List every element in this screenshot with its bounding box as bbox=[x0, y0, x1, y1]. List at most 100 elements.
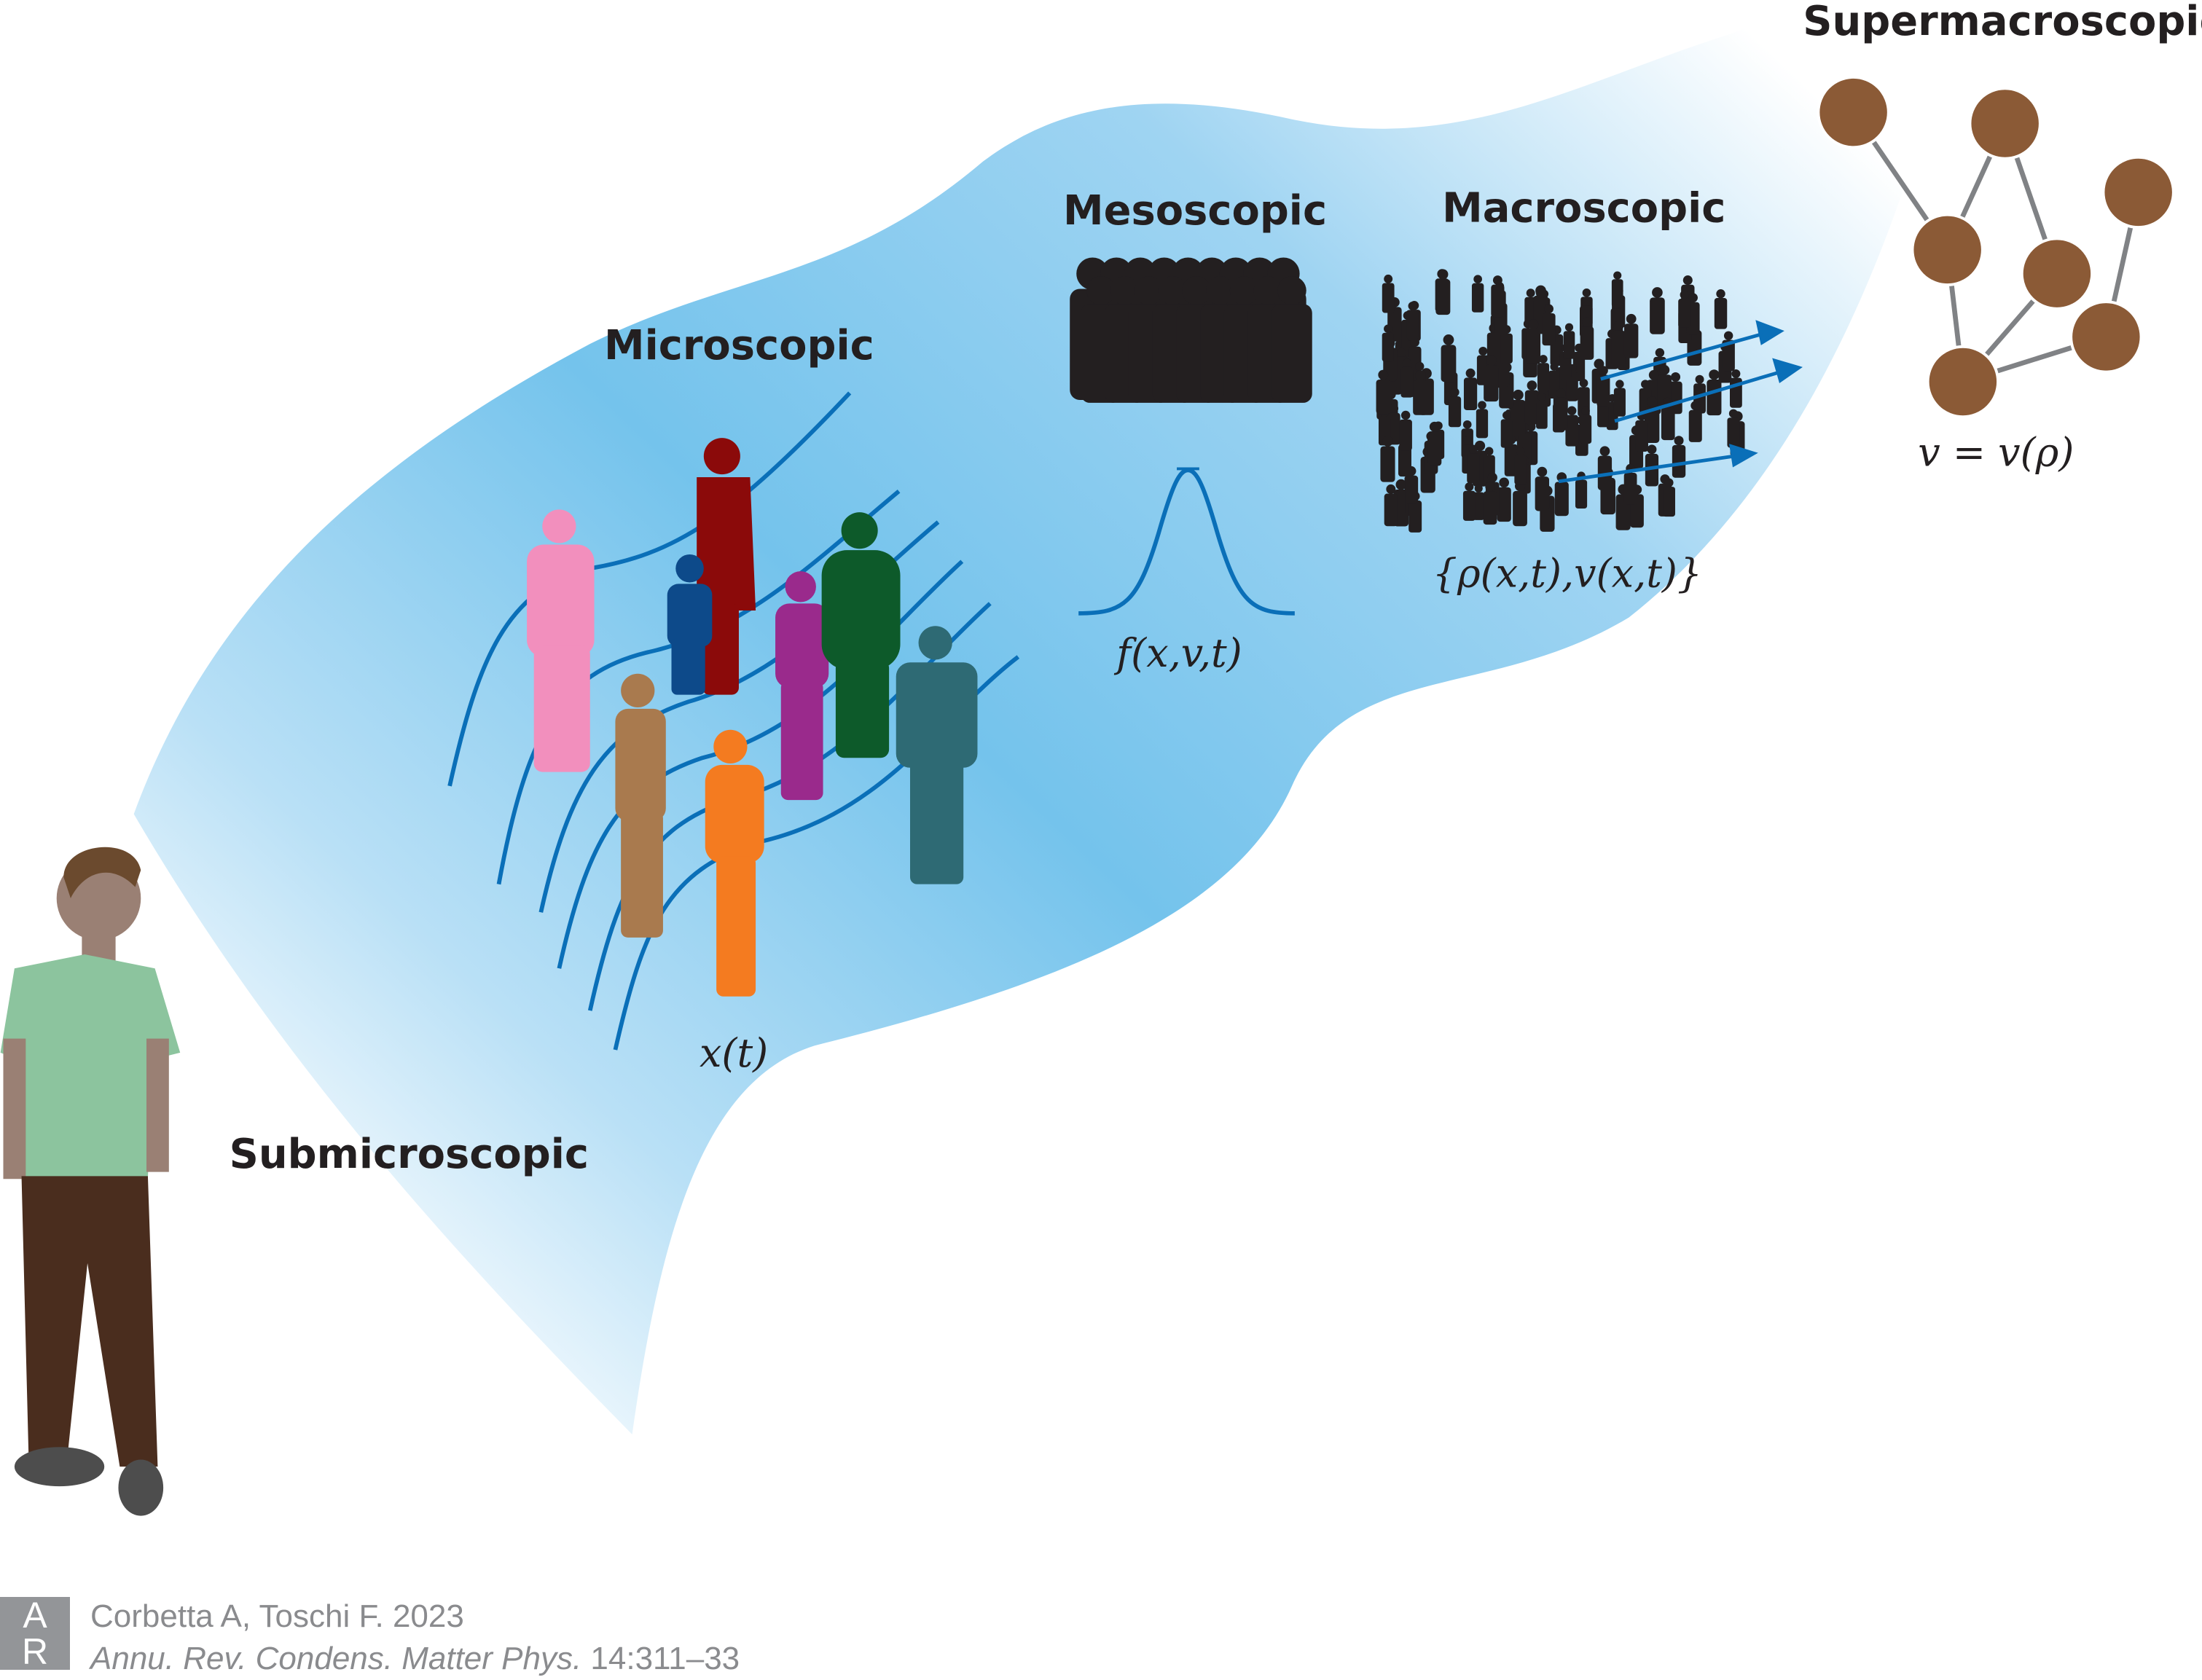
crowd-person-head bbox=[1395, 479, 1407, 490]
crowd-person-head bbox=[1723, 331, 1733, 340]
crowd-person-head bbox=[1382, 436, 1393, 447]
crowd-person-head bbox=[1465, 368, 1476, 378]
crowd-person-head bbox=[1682, 275, 1693, 286]
crowd-person-body bbox=[1535, 476, 1550, 511]
crowd-person-head bbox=[1526, 288, 1535, 298]
crowd-person-body bbox=[1382, 283, 1395, 313]
person-teal bbox=[896, 626, 978, 884]
crowd-person-head bbox=[1513, 389, 1524, 401]
network-node bbox=[1911, 213, 1984, 287]
crowd-person-head bbox=[1253, 276, 1282, 305]
crowd-person-body bbox=[1623, 472, 1637, 505]
equation-macroscopic: {ρ(x,t),v(x,t)} bbox=[1433, 550, 1703, 596]
person-purple bbox=[775, 571, 829, 801]
crowd-person-head bbox=[1206, 276, 1235, 305]
crowd-person-body bbox=[1441, 345, 1457, 382]
crowd-person-body bbox=[1542, 313, 1556, 346]
crowd-person-head bbox=[1582, 317, 1592, 327]
mesoscopic-crowd bbox=[1070, 257, 1312, 403]
person-pink bbox=[527, 509, 595, 772]
crowd-person-body bbox=[1400, 366, 1414, 398]
crowd-person-body bbox=[1500, 419, 1513, 448]
crowd-person-body bbox=[1524, 390, 1540, 425]
crowd-person-head bbox=[1378, 369, 1389, 380]
crowd-person-body bbox=[1613, 388, 1626, 417]
crowd-person-body bbox=[1672, 444, 1686, 478]
crowd-person-body bbox=[1661, 407, 1675, 441]
crowd-person-head bbox=[1613, 321, 1624, 331]
network-node bbox=[2069, 300, 2143, 374]
crowd-person-head bbox=[1389, 404, 1399, 414]
crowd-person-head bbox=[1502, 411, 1511, 420]
crowd-person-body bbox=[1537, 363, 1550, 392]
crowd-person-head bbox=[1229, 276, 1259, 305]
crowd-person-head bbox=[1556, 388, 1566, 399]
crowd-person-head bbox=[1731, 369, 1741, 379]
submicroscopic-person bbox=[0, 847, 181, 1516]
crowd-person-head bbox=[1474, 484, 1483, 493]
crowd-person-body bbox=[1462, 490, 1476, 521]
crowd-person-body bbox=[1650, 297, 1665, 334]
crowd-person-body bbox=[1427, 431, 1442, 466]
crowd-person-body bbox=[1611, 279, 1623, 307]
crowd-person-head bbox=[1652, 287, 1663, 298]
crowd-person-head bbox=[1415, 361, 1425, 371]
crowd-person-head bbox=[1647, 444, 1657, 455]
crowd-person-head bbox=[1695, 374, 1704, 384]
network-graph bbox=[1817, 76, 2175, 419]
crowd-person-head bbox=[1641, 380, 1650, 389]
crowd-person-body bbox=[1435, 279, 1451, 315]
network-node bbox=[2020, 237, 2094, 310]
crowd-person-body bbox=[1707, 380, 1722, 416]
crowd-person-body bbox=[1623, 323, 1639, 358]
network-node bbox=[1926, 345, 1999, 419]
crowd-person-head bbox=[1680, 290, 1689, 299]
crowd-person-head bbox=[1537, 466, 1548, 477]
crowd-person-head bbox=[1400, 410, 1411, 420]
crowd-person-body bbox=[1579, 415, 1592, 444]
crowd-person-body bbox=[1645, 453, 1659, 487]
crowd-person-body bbox=[1497, 487, 1511, 522]
crowd-person-head bbox=[1528, 318, 1539, 329]
crowd-person-body bbox=[1476, 409, 1489, 439]
crowd-person-head bbox=[1613, 271, 1622, 280]
crowd-person-head bbox=[1655, 348, 1665, 358]
crowd-person-body bbox=[1500, 333, 1513, 364]
crowd-person-body bbox=[1635, 420, 1648, 452]
crowd-person-head bbox=[1648, 369, 1659, 380]
crowd-person-head bbox=[1110, 276, 1140, 305]
label-supermacroscopic: Supermacroscopic bbox=[1803, 0, 2202, 45]
crowd-person-head bbox=[1535, 288, 1547, 299]
crowd-person-head bbox=[1485, 482, 1495, 492]
crowd-person-body bbox=[1688, 409, 1702, 442]
crowd-person-head bbox=[1709, 369, 1720, 380]
citation-authors: Corbetta A, Toschi F. 2023 bbox=[90, 1598, 464, 1634]
crowd-person-body bbox=[1678, 299, 1690, 328]
crowd-person-head bbox=[1581, 407, 1590, 415]
crowd-person-head bbox=[1582, 288, 1591, 297]
crowd-person-head bbox=[1408, 302, 1417, 310]
label-mesoscopic: Mesoscopic bbox=[1063, 187, 1327, 235]
equation-mesoscopic: f(x,v,t) bbox=[1113, 630, 1242, 676]
network-node bbox=[1968, 87, 2042, 160]
crowd-person-body bbox=[1380, 446, 1395, 482]
person-child bbox=[667, 554, 713, 695]
crowd-person-body bbox=[1644, 407, 1660, 443]
crowd-person-head bbox=[1728, 409, 1738, 418]
crowd-person-head bbox=[1486, 355, 1497, 366]
crowd-person-head bbox=[1438, 269, 1449, 280]
crowd-person-body bbox=[1554, 397, 1568, 431]
crowd-person-head bbox=[1581, 297, 1591, 307]
crowd-person-body bbox=[1511, 399, 1526, 436]
crowd-person-body bbox=[1384, 493, 1398, 527]
person-red bbox=[697, 438, 756, 695]
equation-microscopic: x(t) bbox=[700, 1030, 768, 1076]
crowd-person-head bbox=[1659, 364, 1670, 375]
equation-supermacroscopic: v = v(ρ) bbox=[1918, 430, 2074, 476]
citation: Corbetta A, Toschi F. 2023 Annu. Rev. Co… bbox=[90, 1595, 740, 1680]
crowd-person-body bbox=[1408, 500, 1422, 533]
crowd-person-body bbox=[1491, 284, 1505, 318]
velocity-arrows bbox=[1558, 320, 1803, 484]
